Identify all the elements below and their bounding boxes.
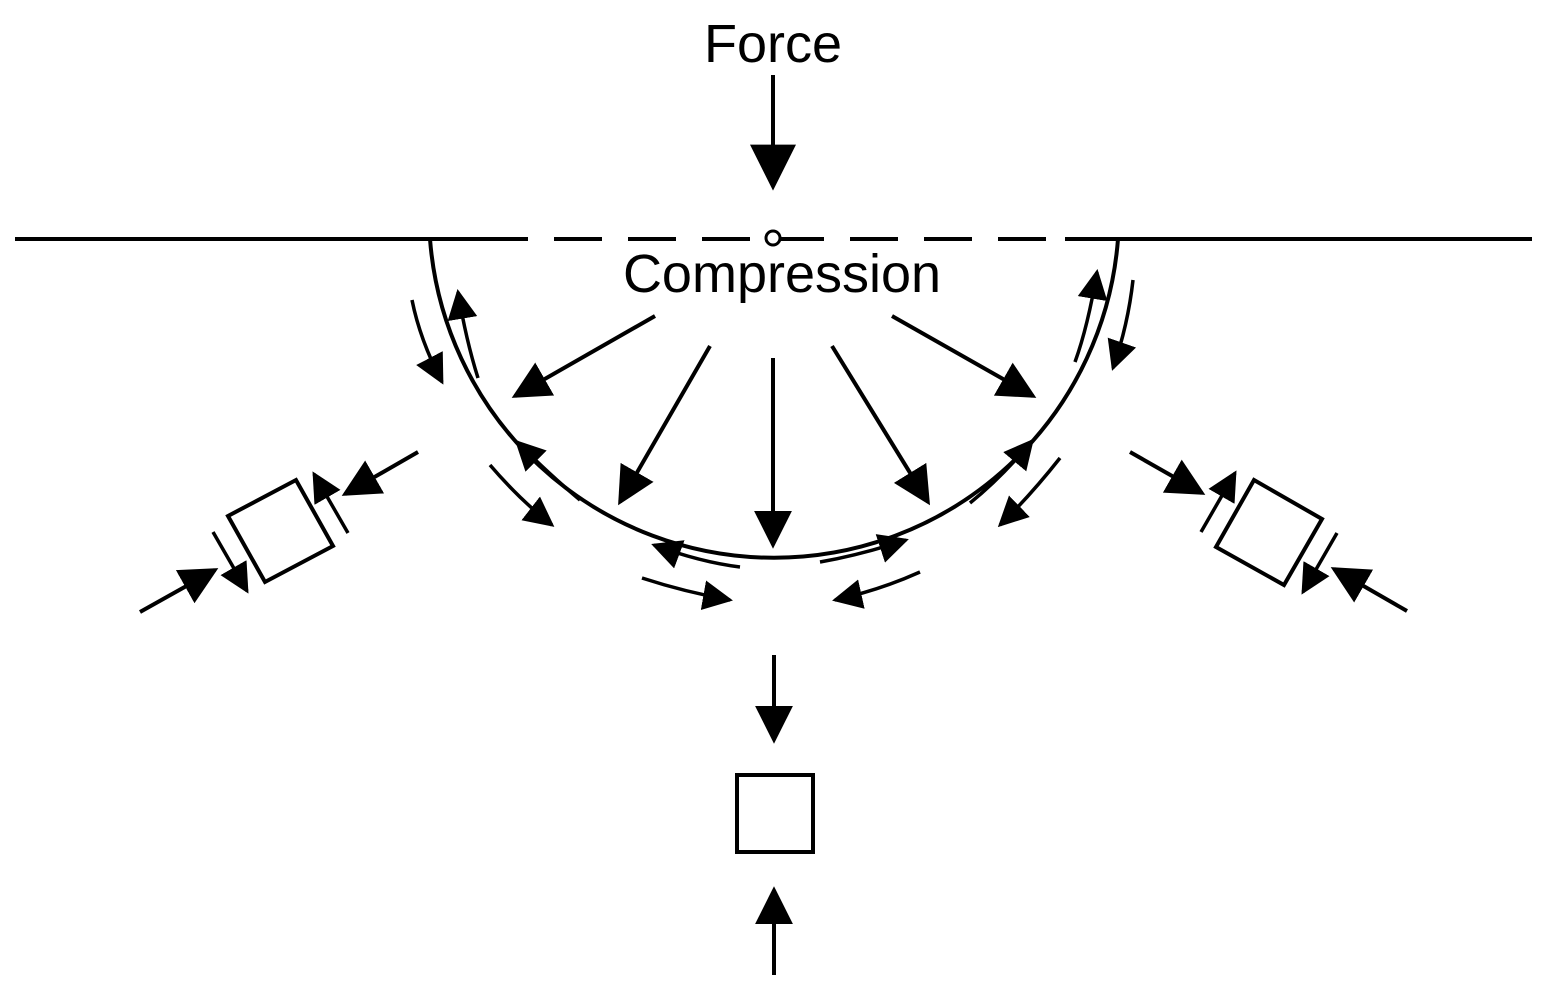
shear-arrow <box>832 570 921 609</box>
shear-stress-arrow <box>312 471 350 534</box>
shear-arrow <box>1073 269 1108 363</box>
shear-stress-arrow <box>1301 532 1339 595</box>
compression-arrow <box>830 344 930 506</box>
shear-stress-arrow <box>211 531 249 594</box>
stress-element-square <box>735 773 815 854</box>
contact-point <box>764 229 782 247</box>
stress-element-bottom <box>735 655 815 975</box>
stress-element-square <box>1213 477 1325 588</box>
indentation-boundary <box>428 238 1120 560</box>
shear-arrow <box>819 534 909 564</box>
shear-arrow <box>997 456 1062 528</box>
normal-stress-arrow <box>341 450 419 496</box>
shear-arrow <box>968 438 1034 505</box>
shear-arrow <box>488 463 555 527</box>
shear-arrow <box>1107 279 1137 371</box>
stress-element-square <box>225 477 336 585</box>
normal-stress-arrow <box>1129 450 1206 495</box>
compression-arrow <box>618 345 712 506</box>
compression-arrow <box>511 314 656 398</box>
normal-stress-arrow <box>139 568 219 614</box>
shear-arrow <box>651 540 741 569</box>
stress-element-left <box>139 450 419 614</box>
shear-arrow <box>447 289 480 379</box>
shear-arrow <box>514 439 582 502</box>
shear-arrow <box>641 576 733 611</box>
shear-arrows <box>410 269 1137 611</box>
shear-arrow <box>410 299 444 385</box>
compression-label: Compression <box>623 244 941 304</box>
compression-arrows <box>511 314 1037 549</box>
force-label: Force <box>704 14 842 74</box>
stress-element-right <box>1129 450 1408 613</box>
normal-stress-arrow <box>1330 567 1408 613</box>
compression-arrow <box>891 314 1037 398</box>
shear-stress-arrow <box>1199 470 1237 533</box>
